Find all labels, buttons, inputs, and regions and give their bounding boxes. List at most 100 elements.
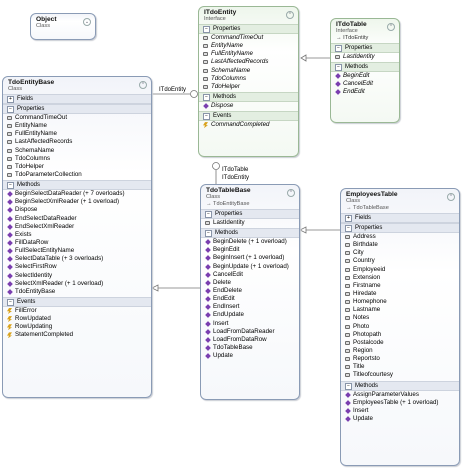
minus-icon[interactable]: − [7,298,14,306]
tdoentitybase-class-box[interactable]: TdoEntityBase Class ⌃ +Fields −Propertie… [2,76,152,398]
property-member[interactable]: Homephone [341,298,459,306]
method-member[interactable]: FullSelectEntityName [3,247,151,255]
method-member[interactable]: TdoEntityBase [3,288,151,296]
property-member[interactable]: EntityName [199,42,298,50]
tdotablebase-properties-section[interactable]: −Properties [201,209,299,219]
minus-icon[interactable]: − [335,64,342,72]
method-member[interactable]: EndEdit [201,295,299,303]
property-member[interactable]: TdoHelper [199,83,298,91]
method-member[interactable]: EndInsert [201,303,299,311]
method-member[interactable]: BeginDelete (+ 1 overload) [201,238,299,246]
method-member[interactable]: LoadFromDataReader [201,328,299,336]
method-member[interactable]: Dispose [199,102,298,110]
property-member[interactable]: Photopath [341,331,459,339]
property-member[interactable]: Birthdate [341,241,459,249]
property-member[interactable]: EntityName [3,122,151,130]
property-member[interactable]: Notes [341,314,459,322]
method-member[interactable]: BeginSelectXmlReader (+ 1 overload) [3,198,151,206]
employeestable-properties-section[interactable]: −Properties [341,223,459,233]
minus-icon[interactable]: − [203,26,210,33]
method-member[interactable]: BeginInsert (+ 1 overload) [201,254,299,262]
employeestable-fields-section[interactable]: +Fields [341,213,459,223]
method-member[interactable]: Update [201,352,299,360]
itdotable-properties-section[interactable]: −Properties [331,43,399,53]
property-member[interactable]: TdoParameterCollection [3,171,151,179]
method-member[interactable]: TdoTableBase [201,344,299,352]
itdoentity-methods-section[interactable]: −Methods [199,91,298,102]
method-member[interactable]: AssignParameterValues [341,391,459,399]
employeestable-methods-section[interactable]: −Methods [341,380,459,391]
minus-icon[interactable]: − [203,93,210,101]
property-member[interactable]: Titleofcourtesy [341,371,459,379]
property-member[interactable]: CommandTimeOut [199,34,298,42]
method-member[interactable]: FillDataRow [3,239,151,247]
itdoentity-interface-box[interactable]: ITdoEntity Interface ⌃ −Properties Comma… [198,6,299,157]
collapse-icon[interactable]: ⌃ [286,11,294,19]
property-member[interactable]: TdoHelper [3,163,151,171]
itdotable-methods-section[interactable]: −Methods [331,62,399,73]
itdotable-interface-box[interactable]: ITdoTable Interface → ITdoEntity ⌃ −Prop… [330,18,400,123]
collapse-icon[interactable]: ⌃ [447,193,455,201]
property-member[interactable]: Firstname [341,282,459,290]
property-member[interactable]: Title [341,363,459,371]
method-member[interactable]: SelectIdentity [3,272,151,280]
property-member[interactable]: Extension [341,274,459,282]
method-member[interactable]: SelectXmlReader (+ 1 overload) [3,280,151,288]
method-member[interactable]: EndEdit [331,88,399,96]
property-member[interactable]: Reportsto [341,355,459,363]
property-member[interactable]: TdoColumns [199,75,298,83]
collapse-icon[interactable]: ⌃ [387,23,395,31]
method-member[interactable]: SelectDataTable (+ 3 overloads) [3,255,151,263]
method-member[interactable]: LoadFromDataRow [201,336,299,344]
method-member[interactable]: CancelEdit [331,80,399,88]
property-member[interactable]: CommandTimeOut [3,114,151,122]
object-class-box[interactable]: Object Class ⌄ [30,13,96,40]
method-member[interactable]: EndDelete [201,287,299,295]
collapse-icon[interactable]: ⌃ [139,81,147,89]
expand-icon[interactable]: ⌄ [83,18,91,26]
method-member[interactable]: EmployeesTable (+ 1 overload) [341,399,459,407]
method-member[interactable]: BeginSelectDataReader (+ 7 overloads) [3,190,151,198]
method-member[interactable]: Dispose [3,206,151,214]
method-member[interactable]: EndSelectXmlReader [3,223,151,231]
method-member[interactable]: BeginUpdate (+ 1 overload) [201,263,299,271]
plus-icon[interactable]: + [345,215,352,222]
tdotablebase-methods-section[interactable]: −Methods [201,228,299,239]
property-member[interactable]: SchemaName [199,67,298,75]
property-member[interactable]: City [341,249,459,257]
property-member[interactable]: Region [341,347,459,355]
event-member[interactable]: StatementCompleted [3,331,151,339]
property-member[interactable]: Country [341,257,459,265]
minus-icon[interactable]: − [7,106,14,113]
itdoentity-properties-section[interactable]: −Properties [199,24,298,34]
event-member[interactable]: RowUpdated [3,315,151,323]
tdoentitybase-fields-section[interactable]: +Fields [3,94,151,104]
event-member[interactable]: RowUpdating [3,323,151,331]
method-member[interactable]: BeginEdit [331,72,399,80]
minus-icon[interactable]: − [205,211,212,218]
property-member[interactable]: LastAffectedRecords [3,138,151,146]
property-member[interactable]: Lastname [341,306,459,314]
event-member[interactable]: FillError [3,307,151,315]
method-member[interactable]: Update [341,415,459,423]
method-member[interactable]: Insert [341,407,459,415]
itdoentity-events-section[interactable]: −Events [199,111,298,122]
event-member[interactable]: CommandCompleted [199,121,298,129]
property-member[interactable]: Employeeid [341,266,459,274]
tdoentitybase-properties-section[interactable]: −Properties [3,104,151,114]
method-member[interactable]: EndUpdate [201,311,299,319]
property-member[interactable]: SchemaName [3,147,151,155]
minus-icon[interactable]: − [205,230,212,238]
minus-icon[interactable]: − [203,113,210,121]
tdoentitybase-events-section[interactable]: −Events [3,296,151,307]
property-member[interactable]: TdoColumns [3,155,151,163]
minus-icon[interactable]: − [345,225,352,232]
method-member[interactable]: Exists [3,231,151,239]
plus-icon[interactable]: + [7,96,14,103]
method-member[interactable]: EndSelectDataReader [3,215,151,223]
minus-icon[interactable]: − [335,45,342,52]
tdoentitybase-methods-section[interactable]: −Methods [3,180,151,191]
method-member[interactable]: CancelEdit [201,271,299,279]
tdotablebase-class-box[interactable]: TdoTableBase Class → TdoEntityBase ⌃ −Pr… [200,184,300,400]
property-member[interactable]: Postalcode [341,339,459,347]
